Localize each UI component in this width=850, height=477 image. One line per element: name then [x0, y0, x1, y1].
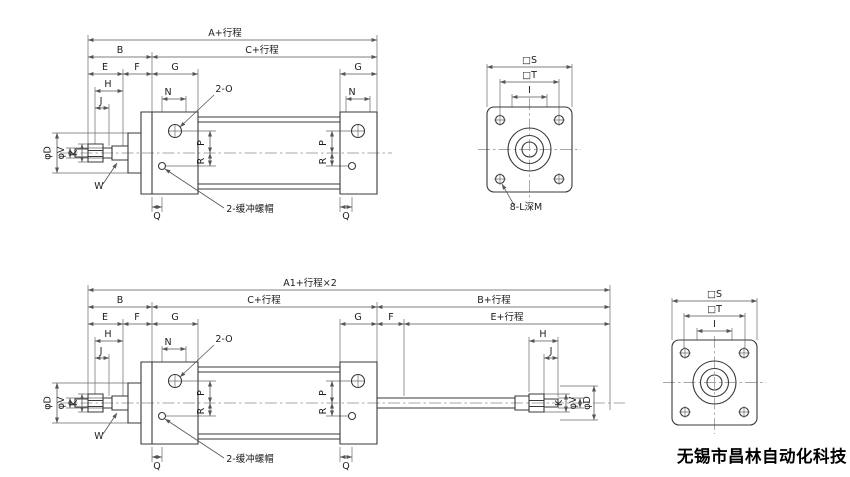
dim-label-dia-v-left: φV: [56, 396, 67, 409]
dim-label-p-left: P: [196, 390, 207, 396]
hole-center-marks: [679, 347, 750, 418]
dim-label-e-stroke: E+行程: [491, 311, 524, 323]
extension-lines: [486, 64, 573, 115]
leader-cushion-note: [164, 418, 225, 459]
dim-label-a-stroke: A+行程: [208, 27, 242, 39]
leader-wrench-flat: [102, 412, 118, 435]
dim-label-i: I: [528, 85, 531, 96]
dim-label-g-left: G: [171, 62, 178, 73]
cylinder-body-outline: [74, 361, 559, 445]
dim-label-c-stroke: C+行程: [245, 44, 279, 56]
dim-label-r-right: R: [318, 157, 329, 164]
dim-label-q-left: Q: [153, 461, 160, 472]
note-label-port: 2-O: [215, 84, 232, 95]
dim-label-j-right: J: [549, 346, 553, 357]
dim-label-b-stroke: B+行程: [477, 294, 511, 306]
dim-label-c-stroke: C+行程: [247, 294, 281, 306]
dim-label-square-t: □T: [522, 70, 537, 81]
port-center-marks: [168, 124, 365, 138]
dim-label-e: E: [102, 62, 108, 73]
rod-hole-circle: [706, 374, 723, 391]
dim-label-q-right: Q: [342, 461, 349, 472]
dim-label-dia-d: φD: [43, 146, 54, 160]
dim-label-f-right: F: [388, 312, 393, 323]
dim-label-i: I: [713, 319, 716, 330]
bearing-circle: [514, 134, 545, 165]
dim-label-square-s: □S: [707, 289, 722, 300]
dim-label-dia-d-right: φD: [582, 396, 593, 410]
extension-lines: [671, 298, 758, 348]
port-center-marks: [168, 374, 365, 388]
leader-port-note: [179, 94, 215, 128]
dim-label-dia-d-left: φD: [43, 396, 54, 410]
cushion-nut-circle: [157, 411, 167, 421]
dim-label-square-s: □S: [522, 55, 537, 66]
dim-label-q-left: Q: [153, 211, 160, 222]
port-circle: [167, 373, 183, 389]
dim-label-w: W: [94, 181, 104, 192]
bearing-circle: [699, 367, 730, 398]
dim-label-k: K: [69, 149, 80, 156]
dim-label-square-t: □T: [707, 304, 722, 315]
leader-port-note: [179, 344, 215, 378]
cushion-nut-circle: [347, 161, 357, 171]
dim-label-g-right: G: [354, 62, 361, 73]
dim-label-b-left: B: [117, 295, 124, 306]
top-end-view: □S □T I 8-L深M: [478, 55, 581, 213]
dim-label-p-right: P: [318, 390, 329, 396]
dim-label-e-left: E: [102, 312, 108, 323]
dim-label-j: J: [99, 96, 103, 107]
bottom-side-view: A1+行程×2 B C+行程 B+行程 E F G G F E+行程 H J H…: [43, 277, 625, 472]
flange-square: [486, 106, 573, 193]
dim-label-dia-v-right: φV: [568, 396, 579, 409]
hole-center-marks: [494, 114, 565, 185]
dim-label-h-left: H: [104, 329, 111, 340]
dim-label-q-right: Q: [342, 211, 349, 222]
dim-label-w: W: [94, 431, 104, 442]
dim-label-r-right: R: [318, 407, 329, 414]
flange-square: [671, 339, 758, 426]
cushion-nut-circle: [157, 161, 167, 171]
dim-label-n-right: N: [348, 87, 355, 98]
note-label-cushion-nuts: 2-缓冲螺帽: [226, 203, 273, 215]
dim-label-f-left: F: [134, 312, 139, 323]
dim-label-b: B: [117, 45, 124, 56]
note-label-port: 2-O: [215, 334, 232, 345]
leader-wrench-flat: [102, 162, 118, 185]
rod-boss-circle: [692, 360, 737, 405]
dim-label-a1-stroke: A1+行程×2: [283, 277, 337, 289]
center-lines: [663, 336, 766, 434]
port-circle: [350, 123, 366, 139]
dim-label-n: N: [164, 337, 171, 348]
top-side-view: A+行程 B C+行程 E F G G H N J N 2-O P R P R …: [43, 27, 392, 222]
cylinder-body-outline: [74, 111, 378, 195]
center-lines: [478, 98, 581, 201]
dim-label-k-left: K: [69, 399, 80, 406]
dim-label-h: H: [104, 79, 111, 90]
watermark-company-text: 无锡市昌林自动化科技: [676, 446, 847, 466]
note-label-tapped-holes: 8-L深M: [510, 202, 542, 213]
dim-label-k-right: K: [554, 399, 565, 406]
dim-label-n-left: N: [164, 87, 171, 98]
dim-label-j-left: J: [99, 346, 103, 357]
rod-hole-circle: [521, 141, 538, 158]
note-label-cushion-nuts: 2-缓冲螺帽: [226, 453, 273, 465]
dim-label-r-left: R: [196, 407, 207, 414]
leader-cushion-note: [164, 168, 225, 209]
bottom-end-view: □S □T I: [663, 289, 766, 434]
dim-label-dia-v: φV: [56, 146, 67, 159]
dim-label-p-right: P: [318, 140, 329, 146]
dim-label-h-right: H: [539, 329, 546, 340]
leader-holes-note: [501, 183, 515, 206]
dim-label-f: F: [134, 62, 139, 73]
dim-label-g-left: G: [171, 312, 178, 323]
dim-label-g-right: G: [354, 312, 361, 323]
port-circle: [167, 123, 183, 139]
cushion-nut-circle: [347, 411, 357, 421]
dim-label-r-left: R: [196, 157, 207, 164]
port-circle: [350, 373, 366, 389]
rod-boss-circle: [507, 127, 552, 172]
dim-label-p-left: P: [196, 140, 207, 146]
